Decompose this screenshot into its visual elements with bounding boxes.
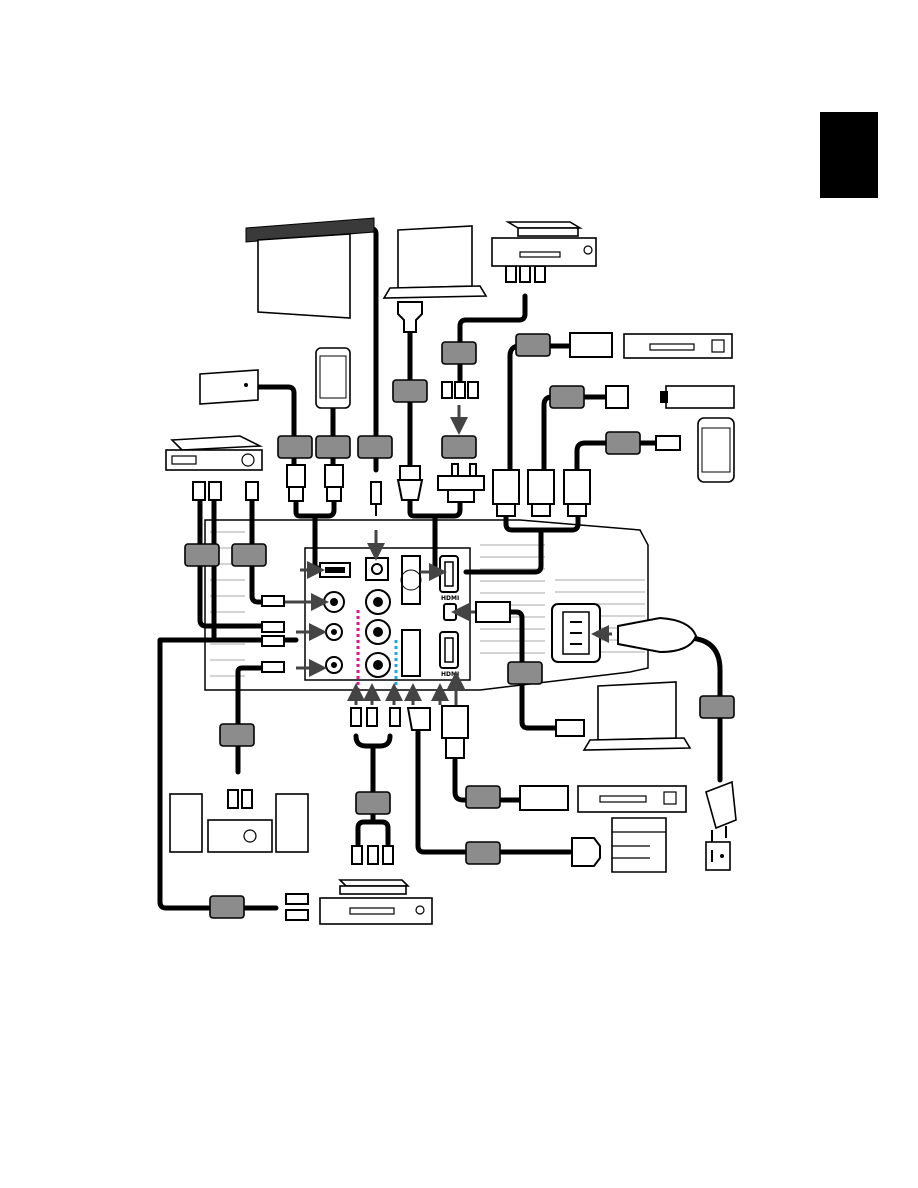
dvd-player-icon (578, 786, 686, 812)
smartphone-icon (316, 348, 350, 408)
ac-power-inlet[interactable] (552, 604, 600, 662)
receiver-icon (166, 436, 262, 470)
power-bank-icon (200, 370, 258, 404)
audio-out-jack[interactable] (366, 558, 388, 580)
screen-icon (246, 218, 374, 318)
usb-plugs (287, 465, 343, 501)
hdmi-port-1[interactable] (440, 556, 458, 592)
mini-usb-port[interactable] (444, 604, 456, 620)
hdmi-port-2[interactable] (440, 632, 458, 668)
audio-mini-plug (371, 482, 381, 516)
usb-port[interactable] (320, 563, 350, 577)
hdmi-port-1-label: HDMI (441, 595, 459, 602)
outlet-icon (706, 842, 730, 870)
hdmi-port-2-label: HDMI (441, 671, 459, 678)
dvd-player-icon (492, 222, 596, 266)
vga-in-port[interactable] (401, 556, 421, 604)
dvd-player-icon (320, 880, 432, 924)
dvd-player-icon (624, 334, 732, 358)
laptop-icon (384, 226, 486, 298)
rs232-port[interactable] (402, 630, 420, 676)
power-plug-icon (706, 782, 736, 842)
smartphone-icon (698, 418, 734, 482)
usb-stick-icon (660, 386, 734, 408)
power-cord-connector (618, 618, 696, 652)
control-box-icon (612, 818, 666, 872)
laptop-icon (584, 682, 690, 750)
hdmi-plugs-top (493, 333, 680, 516)
